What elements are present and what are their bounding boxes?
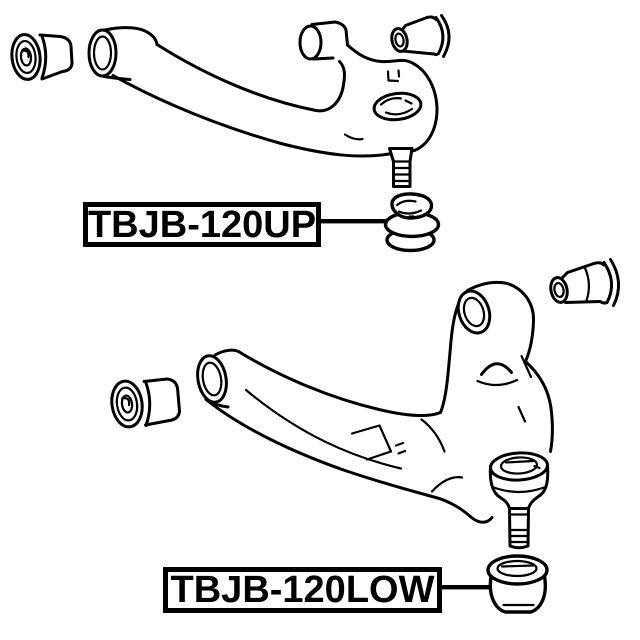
- bushing-icon: [390, 14, 451, 58]
- ball-joint-boot-icon: [383, 192, 441, 253]
- part-number-lower: TBJB-120LOW: [170, 569, 435, 611]
- lower-control-arm-icon: [196, 280, 554, 524]
- ball-joint-boot-icon: [486, 554, 549, 614]
- lower-assembly-drawing: [110, 258, 620, 614]
- label-connector-line: [438, 585, 493, 590]
- upper-assembly-drawing: [10, 14, 451, 253]
- bushing-icon: [10, 33, 74, 81]
- ball-joint-stud-icon: [388, 147, 414, 188]
- label-connector-line: [318, 219, 389, 224]
- bushing-icon: [110, 377, 181, 429]
- upper-control-arm-icon: [87, 20, 439, 158]
- ball-joint-stud-icon: [488, 451, 550, 550]
- part-number-upper: TBJB-120UP: [87, 203, 317, 246]
- part-label-box-lower[interactable]: TBJB-120LOW: [163, 567, 442, 613]
- bushing-icon: [549, 258, 620, 307]
- part-label-box-upper[interactable]: TBJB-120UP: [83, 202, 321, 247]
